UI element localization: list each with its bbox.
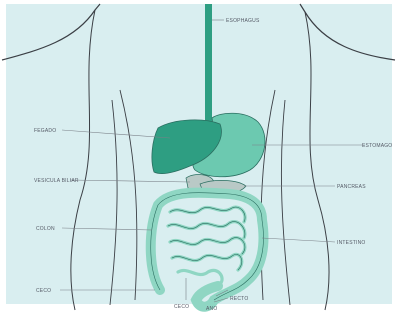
label-cecum: CECO (36, 288, 51, 294)
esophagus-shape (205, 4, 212, 122)
label-small-intestine: INTESTINO (337, 240, 365, 246)
label-pancreas: PANCREAS (337, 184, 366, 190)
label-rectum: RECTO (230, 296, 248, 302)
label-colon: COLON (36, 226, 55, 232)
label-gallbladder: VESICULA BILIAR (34, 178, 79, 184)
label-anus: ANO (206, 306, 217, 312)
label-liver: FEGADO (34, 128, 56, 134)
label-appendix: CECO (174, 304, 189, 310)
label-esophagus: ESOPHAGUS (226, 18, 260, 24)
label-stomach: ESTOMAGO (362, 143, 392, 149)
